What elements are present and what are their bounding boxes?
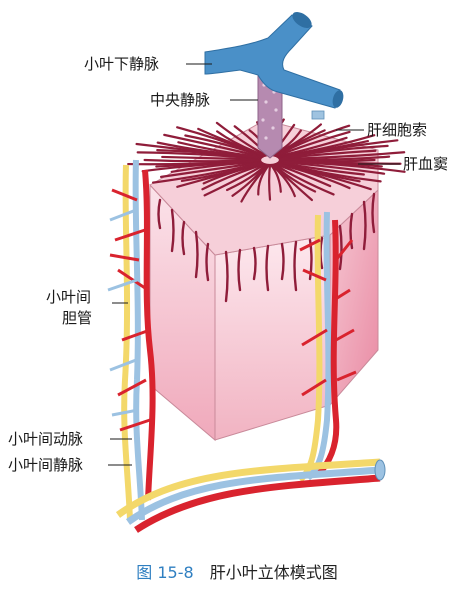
hepatic-cord-strand bbox=[362, 200, 367, 251]
label-bile-duct-line2: 胆管 bbox=[62, 309, 93, 327]
hepatic-cord-strand bbox=[278, 155, 391, 161]
hepatic-cord-strand bbox=[280, 242, 285, 281]
hepatic-cord-strand bbox=[275, 162, 351, 190]
hepatic-cord-strand bbox=[170, 208, 175, 253]
hepatic-cord-strand bbox=[278, 149, 377, 160]
hepatic-cord-strand bbox=[270, 163, 296, 198]
hepatic-cord-strand bbox=[268, 163, 272, 201]
hepatic-cord-strand bbox=[278, 160, 406, 173]
label-hepatic-cord: 肝细胞索 bbox=[367, 121, 428, 139]
label-hepatic-sinusoid: 肝血窦 bbox=[403, 155, 449, 173]
hepatic-cord-strand bbox=[177, 141, 263, 159]
label-interlobular-artery: 小叶间动脉 bbox=[8, 430, 84, 448]
hepatic-cord-strand bbox=[273, 163, 335, 196]
figure-title: 肝小叶立体模式图 bbox=[209, 563, 338, 582]
hepatic-cord-strand bbox=[205, 242, 210, 282]
hepatic-cord-strand bbox=[269, 163, 282, 193]
portal-triad-right bbox=[297, 211, 357, 483]
label-sublobular-vein: 小叶下静脉 bbox=[84, 55, 160, 73]
hepatic-cord-strand bbox=[278, 144, 389, 160]
hepatic-cord-strand bbox=[252, 246, 257, 281]
hepatic-cord-strand bbox=[216, 130, 267, 157]
hepatic-cord-strand bbox=[151, 161, 263, 184]
hepatic-cord-strand bbox=[371, 192, 376, 234]
hepatic-cord-strand bbox=[181, 220, 186, 256]
hepatic-cord-strand bbox=[224, 250, 229, 303]
hepatic-cord-strand bbox=[203, 163, 267, 197]
hepatic-cord-strand bbox=[194, 230, 199, 279]
hepatic-cord-strand bbox=[278, 160, 386, 175]
hepatic-cord-strand bbox=[274, 163, 332, 188]
hepatic-cord-strand bbox=[293, 240, 298, 292]
hepatic-cord-strand bbox=[278, 151, 406, 161]
hepatic-cord-strand bbox=[159, 161, 263, 178]
hepatic-cord-strand bbox=[143, 158, 262, 163]
hepatic-cord-strand bbox=[157, 198, 162, 230]
label-interlobular-vein: 小叶间静脉 bbox=[8, 456, 84, 474]
interlobular-trunk-bottom bbox=[115, 458, 386, 533]
figure-number: 图 15-8 bbox=[136, 563, 194, 582]
vessel-stub bbox=[311, 110, 325, 120]
hepatic-cord-strand bbox=[215, 121, 268, 157]
sublobular-vein bbox=[204, 12, 344, 109]
liver-lobule-diagram bbox=[107, 12, 406, 533]
figure-caption: 图 15-8 肝小叶立体模式图 bbox=[0, 558, 474, 588]
hepatic-cord-strand bbox=[226, 163, 268, 192]
portal-triad-left bbox=[107, 159, 156, 521]
label-central-vein: 中央静脉 bbox=[150, 91, 211, 109]
hepatic-cord-strand bbox=[274, 124, 351, 157]
label-bile-duct-line1: 小叶间 bbox=[46, 288, 92, 306]
hepatic-cord-strand bbox=[163, 133, 264, 158]
leader-lines bbox=[108, 63, 400, 466]
hepatic-cord-strand bbox=[275, 130, 351, 158]
hepatic-cord-strand bbox=[349, 212, 354, 250]
hepatic-cord-strand bbox=[265, 244, 270, 292]
hepatic-cord-strand bbox=[237, 248, 242, 292]
hepatic-cord-strand bbox=[338, 224, 343, 271]
